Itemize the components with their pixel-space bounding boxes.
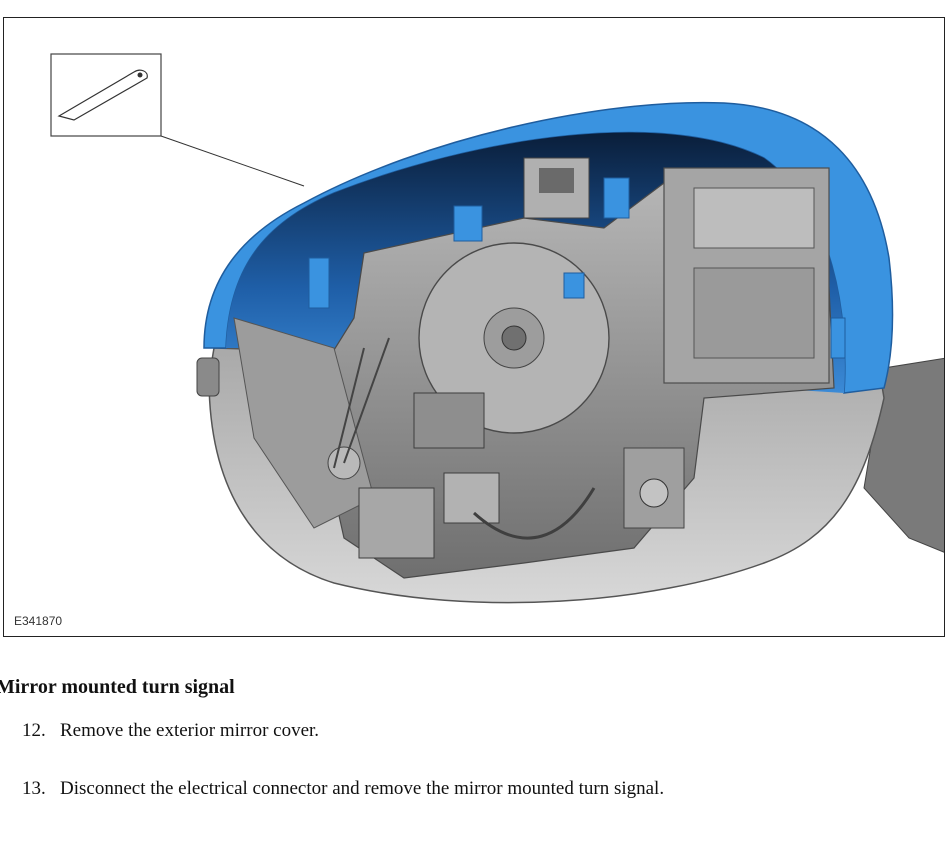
figure-id-label: E341870: [14, 614, 63, 628]
step-number: 12.: [22, 720, 46, 741]
illustration-figure: E341870: [3, 17, 945, 637]
mirror-mount-arm: [863, 357, 944, 553]
step-number: 13.: [22, 778, 46, 799]
blue-clip: [563, 272, 585, 299]
electrical-connector: [413, 392, 485, 449]
blue-clip: [308, 257, 330, 309]
section-title: Mirror mounted turn signal: [0, 676, 235, 698]
blue-clip: [453, 205, 483, 242]
callout-leader: [160, 135, 305, 187]
blue-clip: [830, 317, 846, 359]
list-item: 12. Remove the exterior mirror cover.: [22, 720, 319, 742]
blue-clip: [603, 177, 630, 219]
trim-tool-icon: [57, 69, 148, 121]
step-text: Remove the exterior mirror cover.: [60, 720, 320, 741]
list-item: 13. Disconnect the electrical connector a…: [22, 778, 664, 800]
mirror-illustration: [50, 53, 944, 604]
step-text: Disconnect the electrical connector and …: [60, 778, 665, 799]
